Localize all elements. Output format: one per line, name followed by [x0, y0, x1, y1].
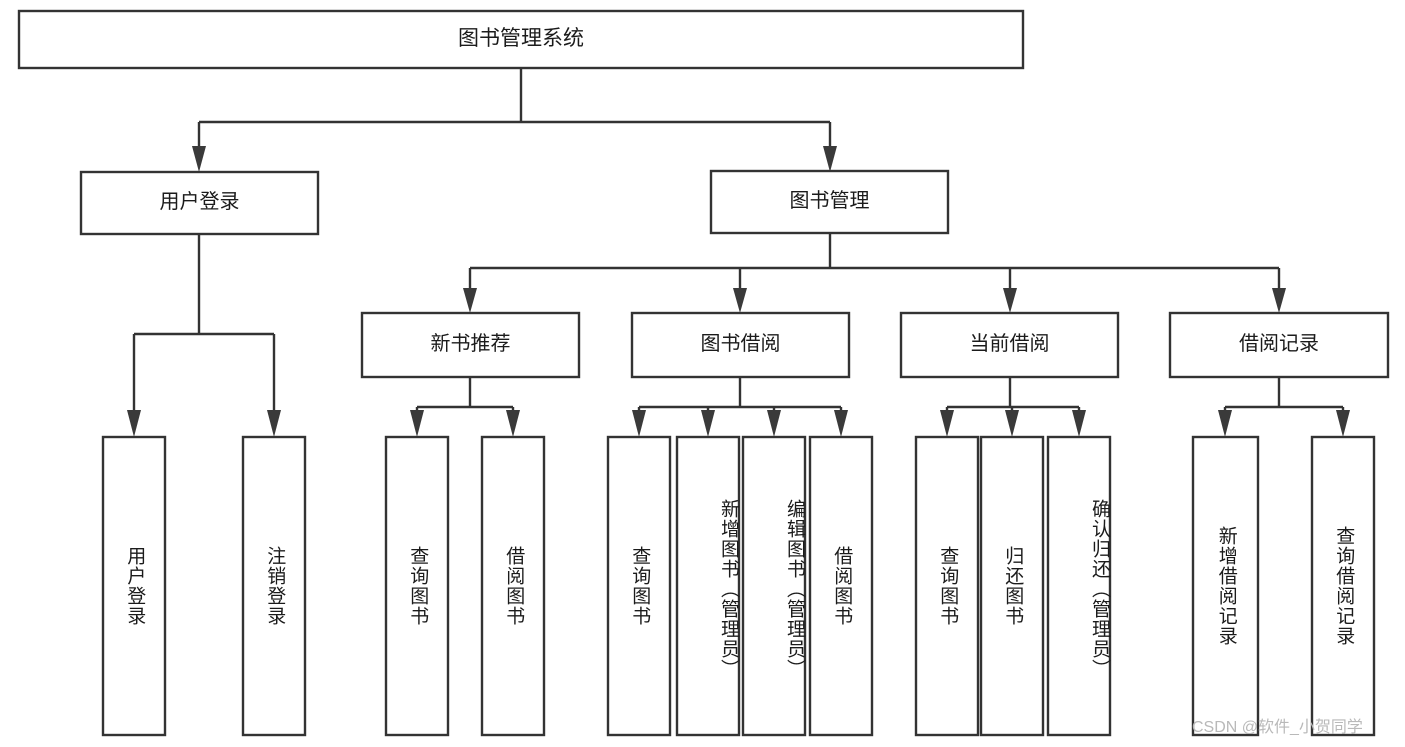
connector-group-root [192, 68, 837, 172]
node-box-leaf-query-book-2[interactable] [606, 435, 672, 737]
arrow-head-leaf-add-record [1218, 410, 1232, 437]
arrow-head-leaf-confirm-return [1072, 410, 1086, 437]
arrow-head-leaf-add-book [701, 410, 715, 437]
arrow-head-leaf-query-record [1336, 410, 1350, 437]
arrow-head-user-login [192, 146, 206, 172]
arrow-head-leaf-query-book-2 [632, 410, 646, 437]
node-box-root[interactable] [17, 9, 1025, 70]
node-box-book-borrow[interactable] [630, 311, 851, 379]
connector-group-borrow-record [1218, 377, 1350, 437]
node-box-book-management[interactable] [709, 169, 950, 235]
node-box-user-login[interactable] [79, 170, 320, 236]
node-box-leaf-borrow-book-2[interactable] [808, 435, 874, 737]
node-box-leaf-query-record[interactable] [1310, 435, 1376, 737]
arrow-head-leaf-query-book-1 [410, 410, 424, 437]
arrow-head-leaf-borrow-book-2 [834, 410, 848, 437]
node-box-current-borrow[interactable] [899, 311, 1120, 379]
arrow-head-new-book-recommend [463, 288, 477, 313]
arrow-head-leaf-query-book-3 [940, 410, 954, 437]
arrow-head-leaf-edit-book [767, 410, 781, 437]
node-box-leaf-query-book-3[interactable] [914, 435, 980, 737]
node-box-leaf-return-book[interactable] [979, 435, 1045, 737]
node-box-leaf-borrow-book-1[interactable] [480, 435, 546, 737]
arrow-head-leaf-user-login [127, 410, 141, 437]
arrow-head-leaf-borrow-book-1 [506, 410, 520, 437]
connector-group-current-borrow [940, 377, 1086, 437]
node-box-leaf-query-book-1[interactable] [384, 435, 450, 737]
arrow-head-leaf-user-logout [267, 410, 281, 437]
arrow-head-current-borrow [1003, 288, 1017, 313]
arrow-head-leaf-return-book [1005, 410, 1019, 437]
arrow-head-book-management [823, 146, 837, 172]
connector-group-new-book-recommend [410, 377, 520, 437]
node-box-leaf-edit-book[interactable] [741, 435, 807, 737]
connector-group-book-borrow [632, 377, 848, 437]
arrow-head-book-borrow [733, 288, 747, 313]
node-box-leaf-user-logout[interactable] [241, 435, 307, 737]
node-box-leaf-user-login[interactable] [101, 435, 167, 737]
node-box-leaf-confirm-return[interactable] [1046, 435, 1112, 737]
node-box-leaf-add-book[interactable] [675, 435, 741, 737]
arrow-head-borrow-record [1272, 288, 1286, 313]
connector-group-book-management [463, 233, 1286, 313]
connector-group-user-login [127, 234, 281, 437]
node-box-new-book-recommend[interactable] [360, 311, 581, 379]
node-box-leaf-add-record[interactable] [1191, 435, 1260, 737]
node-box-borrow-record[interactable] [1168, 311, 1390, 379]
